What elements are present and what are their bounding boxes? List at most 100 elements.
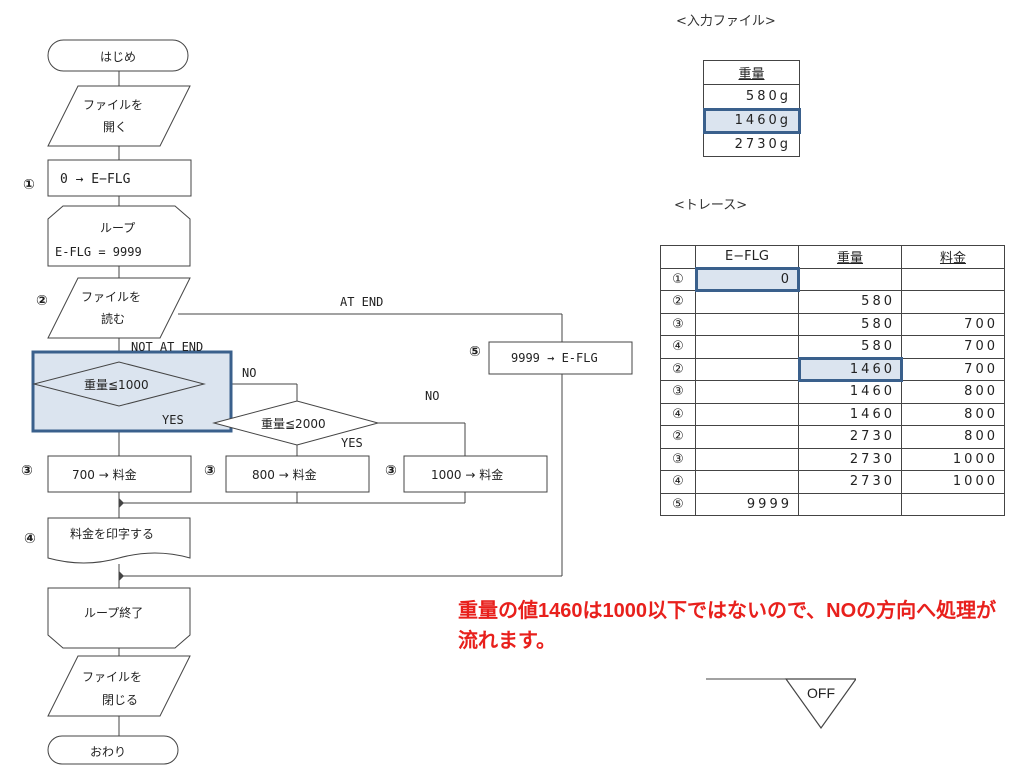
not-at-end-label: NOT AT END: [131, 340, 203, 354]
open-file-label-1: ファイルを: [83, 98, 143, 112]
trace-cell-weight: 1460: [798, 380, 902, 404]
cond1-label: 重量≦1000: [84, 378, 149, 392]
trace-cell-weight: 580: [798, 335, 902, 359]
start-label: はじめ: [100, 50, 136, 64]
print-label: 料金を印字する: [70, 526, 154, 541]
cond1-decision: [32, 361, 206, 407]
trace-cell-step: ④: [660, 470, 696, 494]
off-label: OFF: [807, 685, 835, 701]
step-mark-5: ⑤: [469, 344, 481, 360]
init-process: [47, 159, 192, 197]
trace-cell-eflg: [695, 380, 799, 404]
input-file-row: 2730g: [703, 132, 800, 157]
step-mark-1: ①: [23, 177, 35, 193]
trace-cell-step: ②: [660, 290, 696, 314]
trace-cell-eflg: 9999: [695, 492, 799, 516]
trace-cell-step: ②: [660, 425, 696, 449]
trace-cell-eflg: [695, 447, 799, 471]
open-file-label-2: 開く: [103, 120, 127, 134]
input-file-row: 1460g: [702, 107, 801, 134]
trace-cell-weight: 2730: [798, 425, 902, 449]
trace-cell-step: ③: [660, 312, 696, 336]
trace-cell-fee: 700: [901, 335, 1005, 359]
cond2-decision: [212, 400, 380, 446]
input-file-cell: 580g: [703, 84, 800, 109]
trace-cell-eflg: [695, 357, 799, 381]
set-flag-process: [488, 341, 633, 375]
step-mark-3c: ③: [385, 463, 397, 479]
read-file-label-2: 読む: [101, 311, 125, 326]
trace-cell-weight: 580: [798, 312, 902, 336]
close-file-label-2: 閉じる: [102, 693, 138, 707]
input-file-header: 重量: [703, 60, 800, 85]
loop-end: [47, 587, 191, 649]
trace-header-step: [660, 245, 696, 269]
cond1-no-label: NO: [242, 366, 256, 380]
trace-header-eflg: E−FLG: [695, 245, 799, 269]
at-end-label: AT END: [340, 295, 383, 309]
trace-cell-weight: 2730: [798, 470, 902, 494]
cond1-yes-label: YES: [162, 413, 184, 427]
fee1000-process: [403, 455, 548, 493]
input-file-title: <入力ファイル>: [676, 14, 776, 29]
close-file-label-1: ファイルを: [82, 670, 142, 684]
trace-cell-fee: 700: [901, 312, 1005, 336]
trace-cell-weight: 580: [798, 290, 902, 314]
trace-cell-fee: 700: [901, 357, 1005, 381]
trace-cell-weight: 2730: [798, 447, 902, 471]
cond2-no-label: NO: [425, 389, 439, 403]
loop-end-label: ループ終了: [84, 605, 143, 620]
trace-cell-fee: 1000: [901, 447, 1005, 471]
fee800-label: 800 → 料金: [252, 467, 317, 482]
trace-cell-fee: 800: [901, 380, 1005, 404]
loop-start-label-1: ループ: [100, 221, 135, 235]
loop-start: [47, 205, 191, 267]
read-file-io: [47, 277, 191, 339]
loop-start-label-2: E-FLG = 9999: [55, 245, 142, 259]
trace-cell-fee: [901, 290, 1005, 314]
off-toggle-button[interactable]: OFF: [706, 676, 856, 736]
trace-cell-fee: [901, 492, 1005, 516]
input-file-cell: 1460g: [702, 107, 801, 134]
step-mark-4: ④: [24, 531, 36, 547]
trace-cell-weight: 1460: [797, 357, 903, 382]
read-file-label-1: ファイルを: [81, 290, 141, 304]
trace-cell-eflg: [695, 312, 799, 336]
print-document: [47, 517, 191, 564]
trace-cell-eflg: [695, 290, 799, 314]
step-mark-3b: ③: [204, 463, 216, 479]
init-label: 0 → E−FLG: [60, 172, 131, 187]
end-terminal: [47, 735, 179, 765]
open-file-io: [47, 85, 191, 147]
step-mark-2: ②: [36, 293, 48, 309]
set-flag-label: 9999 → E-FLG: [511, 351, 598, 365]
cond2-label: 重量≦2000: [261, 417, 326, 431]
trace-cell-eflg: [695, 425, 799, 449]
trace-cell-step: ③: [660, 380, 696, 404]
trace-header-fee: 料金: [901, 245, 1005, 269]
trace-cell-step: ③: [660, 447, 696, 471]
input-file-row: 580g: [703, 84, 800, 109]
end-label: おわり: [90, 745, 126, 759]
trace-cell-fee: [901, 267, 1005, 291]
close-file-io: [47, 655, 191, 717]
trace-cell-step: ⑤: [660, 492, 696, 516]
cond2-yes-label: YES: [341, 436, 363, 450]
trace-cell-eflg: [695, 470, 799, 494]
fee800-process: [225, 455, 370, 493]
trace-cell-fee: 800: [901, 402, 1005, 426]
trace-cell-eflg: [695, 335, 799, 359]
trace-cell-weight: 1460: [798, 402, 902, 426]
trace-cell-step: ④: [660, 335, 696, 359]
trace-cell-weight: [798, 267, 902, 291]
